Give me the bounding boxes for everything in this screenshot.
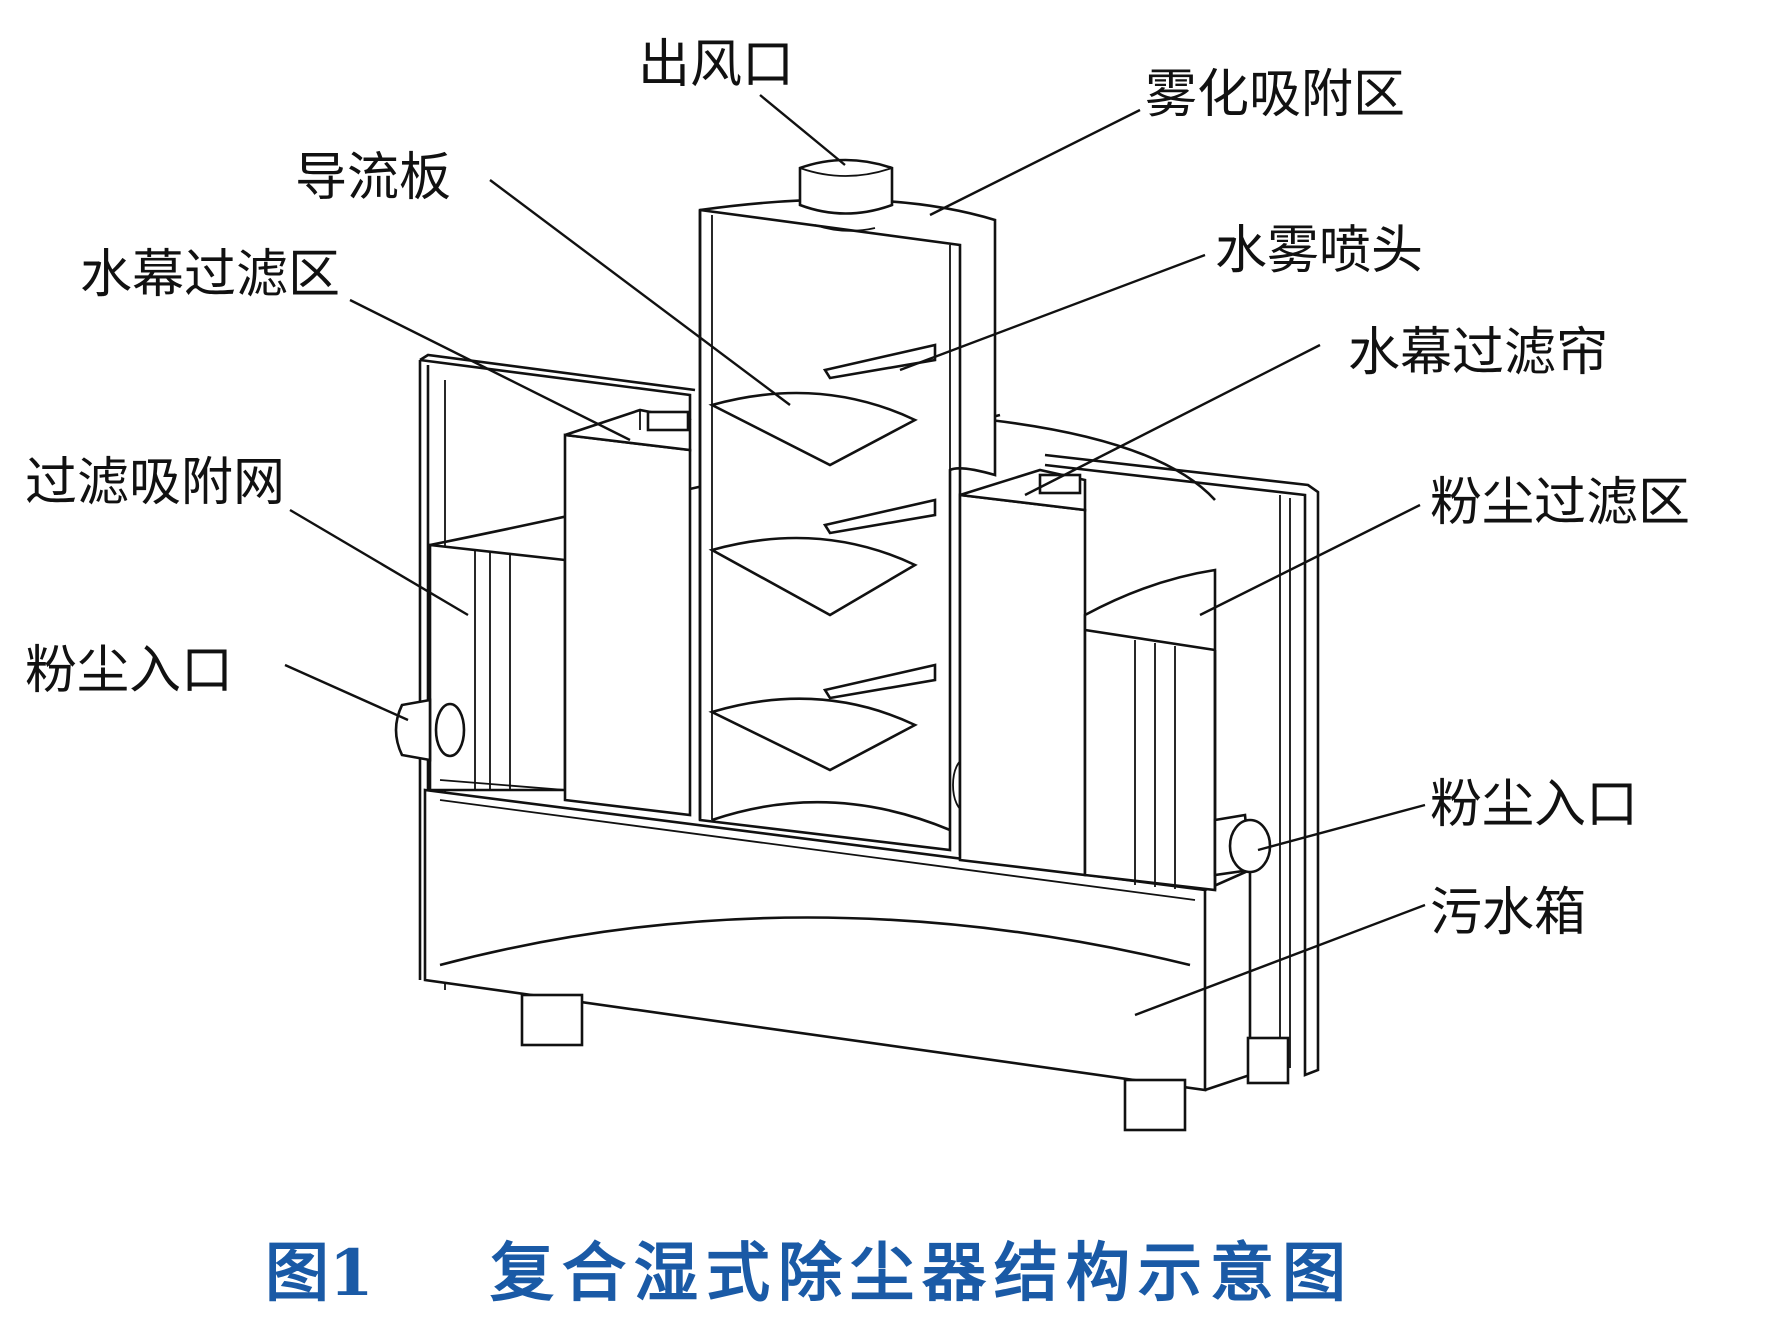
label-sewage-tank: 污水箱 (1430, 883, 1586, 943)
caption-title: 复合湿式除尘器结构示意图 (490, 1236, 1354, 1311)
label-water-curtain-zone: 水幕过滤区 (80, 245, 340, 305)
label-water-curtain: 水幕过滤帘 (1348, 323, 1608, 383)
label-dust-inlet-left: 粉尘入口 (25, 641, 233, 701)
label-adsorption-mesh: 过滤吸附网 (25, 453, 285, 513)
dust-inlet-right-pipe (1213, 813, 1272, 877)
caption-figure-number: 图1 (265, 1236, 374, 1311)
label-dust-inlet-right: 粉尘入口 (1430, 775, 1638, 835)
label-dust-filter-zone: 粉尘过滤区 (1430, 473, 1690, 533)
right-filter-block (958, 468, 1217, 892)
central-column (698, 158, 997, 855)
dust-inlet-left-pipe (394, 698, 466, 762)
label-spray-nozzle: 水雾喷头 (1215, 221, 1423, 281)
label-deflector: 导流板 (295, 148, 451, 208)
label-outlet: 出风口 (638, 35, 794, 95)
left-filter-block (428, 408, 692, 817)
leader-lines (284, 94, 1426, 1017)
label-atomization-zone: 雾化吸附区 (1145, 65, 1405, 125)
